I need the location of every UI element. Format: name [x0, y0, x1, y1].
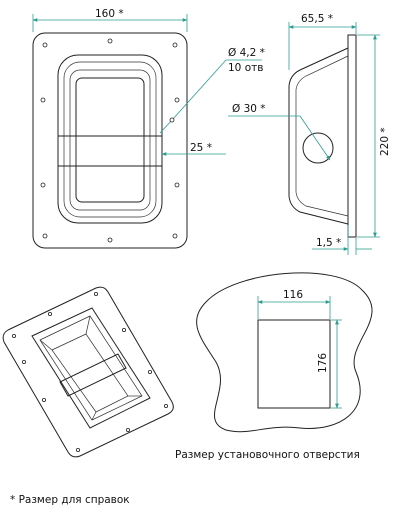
iso-mounting-hole — [42, 397, 47, 402]
mounting-hole — [172, 233, 178, 239]
cutout-width-label: 116 — [283, 289, 303, 301]
iso-depth-edge — [91, 411, 97, 421]
side-body-profile — [288, 47, 349, 225]
mounting-hole — [42, 42, 48, 48]
side-depth-dimension: 65,5 * — [288, 13, 357, 70]
side-opening-circle — [302, 132, 334, 164]
side-depth-label: 65,5 * — [301, 13, 333, 25]
flange-thickness-label: 1,5 * — [316, 237, 341, 249]
front-view — [32, 32, 188, 249]
iso-depth-edge — [85, 315, 91, 335]
mounting-hole — [42, 233, 48, 239]
hole-diameter-leader: Ø 4,2 * 10 отв — [159, 47, 265, 134]
mounting-hole — [174, 182, 180, 188]
panel-outline-blob — [196, 272, 373, 433]
footnote: * Размер для справок — [10, 494, 130, 506]
cutout-height-dimension: 176 — [317, 319, 342, 409]
iso-mounting-hole — [163, 403, 168, 408]
front-recess-floor — [75, 77, 145, 203]
front-handle-strap — [57, 135, 163, 167]
side-body-inner — [295, 55, 349, 217]
cutout-view: 116 176 Размер установочного отверстия — [175, 272, 373, 461]
side-flange — [347, 34, 357, 238]
iso-mounting-hole — [122, 327, 127, 332]
iso-depth-edge — [39, 339, 53, 351]
iso-recess-rim — [31, 307, 151, 429]
cutout-caption: Размер установочного отверстия — [175, 449, 360, 461]
front-recess-inner — [69, 69, 151, 211]
iso-mounting-hole — [94, 291, 99, 296]
side-opening-label: Ø 30 * — [232, 103, 266, 115]
side-height-label: 220 * — [379, 127, 391, 156]
iso-mounting-hole — [11, 333, 16, 338]
hole-count-label: 10 отв — [228, 62, 263, 74]
strap-width-dimension: 25 * — [161, 142, 226, 156]
mounting-hole — [174, 97, 180, 103]
mounting-hole — [40, 97, 46, 103]
mounting-hole — [107, 237, 113, 243]
cutout-width-dimension: 116 — [257, 289, 331, 319]
side-opening-dimension: Ø 30 * — [228, 103, 331, 161]
mounting-hole — [107, 38, 113, 44]
front-width-label: 160 * — [95, 8, 124, 20]
front-flange-plate — [32, 32, 188, 249]
isometric-view — [2, 286, 174, 458]
side-view — [288, 34, 357, 238]
cutout-height-label: 176 — [317, 353, 329, 373]
mounting-cutout-rect — [257, 319, 331, 409]
front-recess-mid — [63, 61, 157, 218]
iso-mounting-hole — [126, 427, 131, 432]
iso-mounting-hole — [48, 311, 53, 316]
iso-handle-strap — [59, 353, 127, 397]
strap-width-label: 25 * — [190, 142, 212, 154]
iso-flange-plate — [2, 286, 174, 458]
flange-thickness-dimension: 1,5 * — [312, 225, 372, 255]
iso-mounting-hole — [76, 447, 81, 452]
iso-mounting-hole — [21, 359, 26, 364]
hole-diameter-label: Ø 4,2 * — [228, 47, 265, 59]
mounting-hole — [172, 42, 178, 48]
mounting-hole — [40, 182, 46, 188]
front-width-dimension: 160 * — [32, 8, 188, 32]
side-height-dimension: 220 * — [357, 34, 391, 238]
front-recess-outer — [57, 54, 163, 224]
iso-mounting-hole — [147, 369, 152, 374]
